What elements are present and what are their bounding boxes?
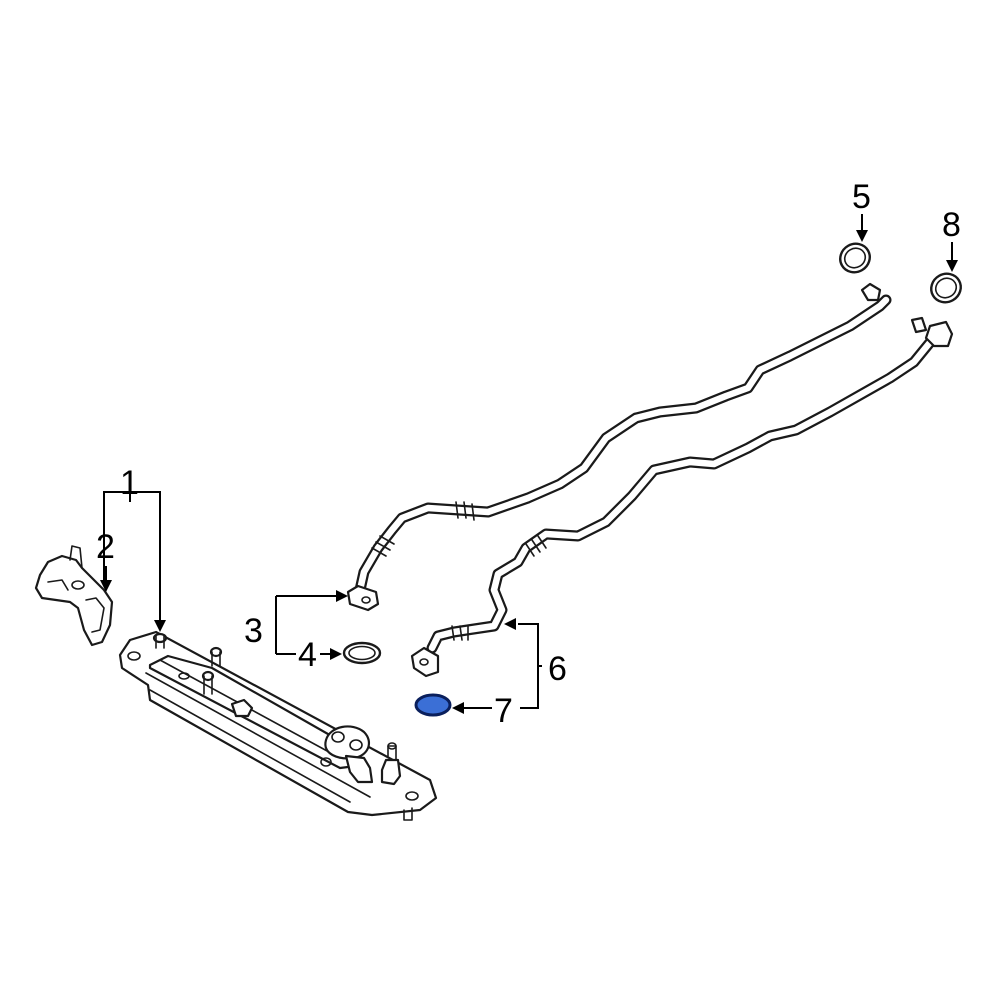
part-1-oil-cooler[interactable] [118,630,438,821]
callout-labels: 1 2 3 4 5 6 7 8 [96,178,961,730]
callout-8: 8 [942,206,961,244]
part-5-o-ring[interactable] [835,238,875,277]
callout-7: 7 [494,692,513,730]
part-3-oil-line[interactable] [346,282,892,612]
callout-3: 3 [244,612,263,650]
leader-lines [100,214,958,714]
callout-5: 5 [852,178,871,216]
part-6-oil-line[interactable] [410,316,954,678]
part-7-seal-highlighted[interactable] [414,693,452,717]
callout-4: 4 [298,636,317,674]
callout-1: 1 [120,464,139,502]
callout-6: 6 [548,650,567,688]
callout-2: 2 [96,528,115,566]
part-2-bracket[interactable] [34,545,114,647]
part-4-o-ring[interactable] [342,641,382,665]
part-8-o-ring[interactable] [926,268,966,307]
